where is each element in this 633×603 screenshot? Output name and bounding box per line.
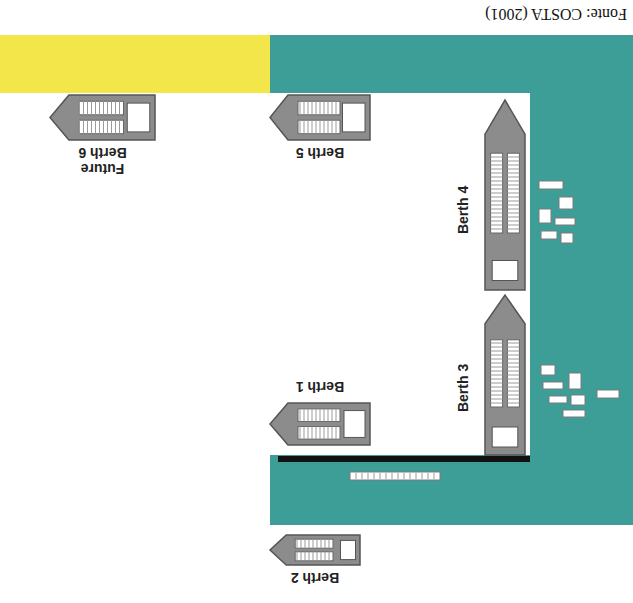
ship-icon: [270, 95, 370, 140]
ship-icon: [485, 295, 525, 455]
future-area: [0, 35, 270, 93]
ship-icon: [270, 535, 360, 565]
berth-label: Berth 3: [455, 364, 471, 412]
container-lines: [356, 473, 434, 479]
berth-ship: Berth 4: [485, 100, 525, 290]
quay-band: [530, 35, 633, 525]
ship-icon: [485, 100, 525, 290]
berth-label: Berth 5: [296, 145, 344, 161]
ship-icon: [50, 95, 155, 140]
quay-edge: [278, 456, 530, 462]
berth-ship: Berth 3: [485, 295, 525, 455]
ship-icon: [270, 403, 370, 445]
pier: [270, 455, 633, 525]
berth-ship: Berth 5: [270, 95, 370, 140]
berth-label: Berth 1: [296, 379, 344, 395]
berth-label: Berth 4: [455, 186, 471, 234]
berth-label: Berth 2: [291, 570, 339, 586]
berth-label: Future Berth 6: [71, 145, 135, 177]
berth-ship: Berth 2: [270, 535, 360, 565]
source-caption: Fonte: COSTA (2001): [485, 5, 627, 23]
berth-ship: Berth 1: [270, 403, 370, 445]
berth-ship: Future Berth 6: [50, 95, 155, 140]
